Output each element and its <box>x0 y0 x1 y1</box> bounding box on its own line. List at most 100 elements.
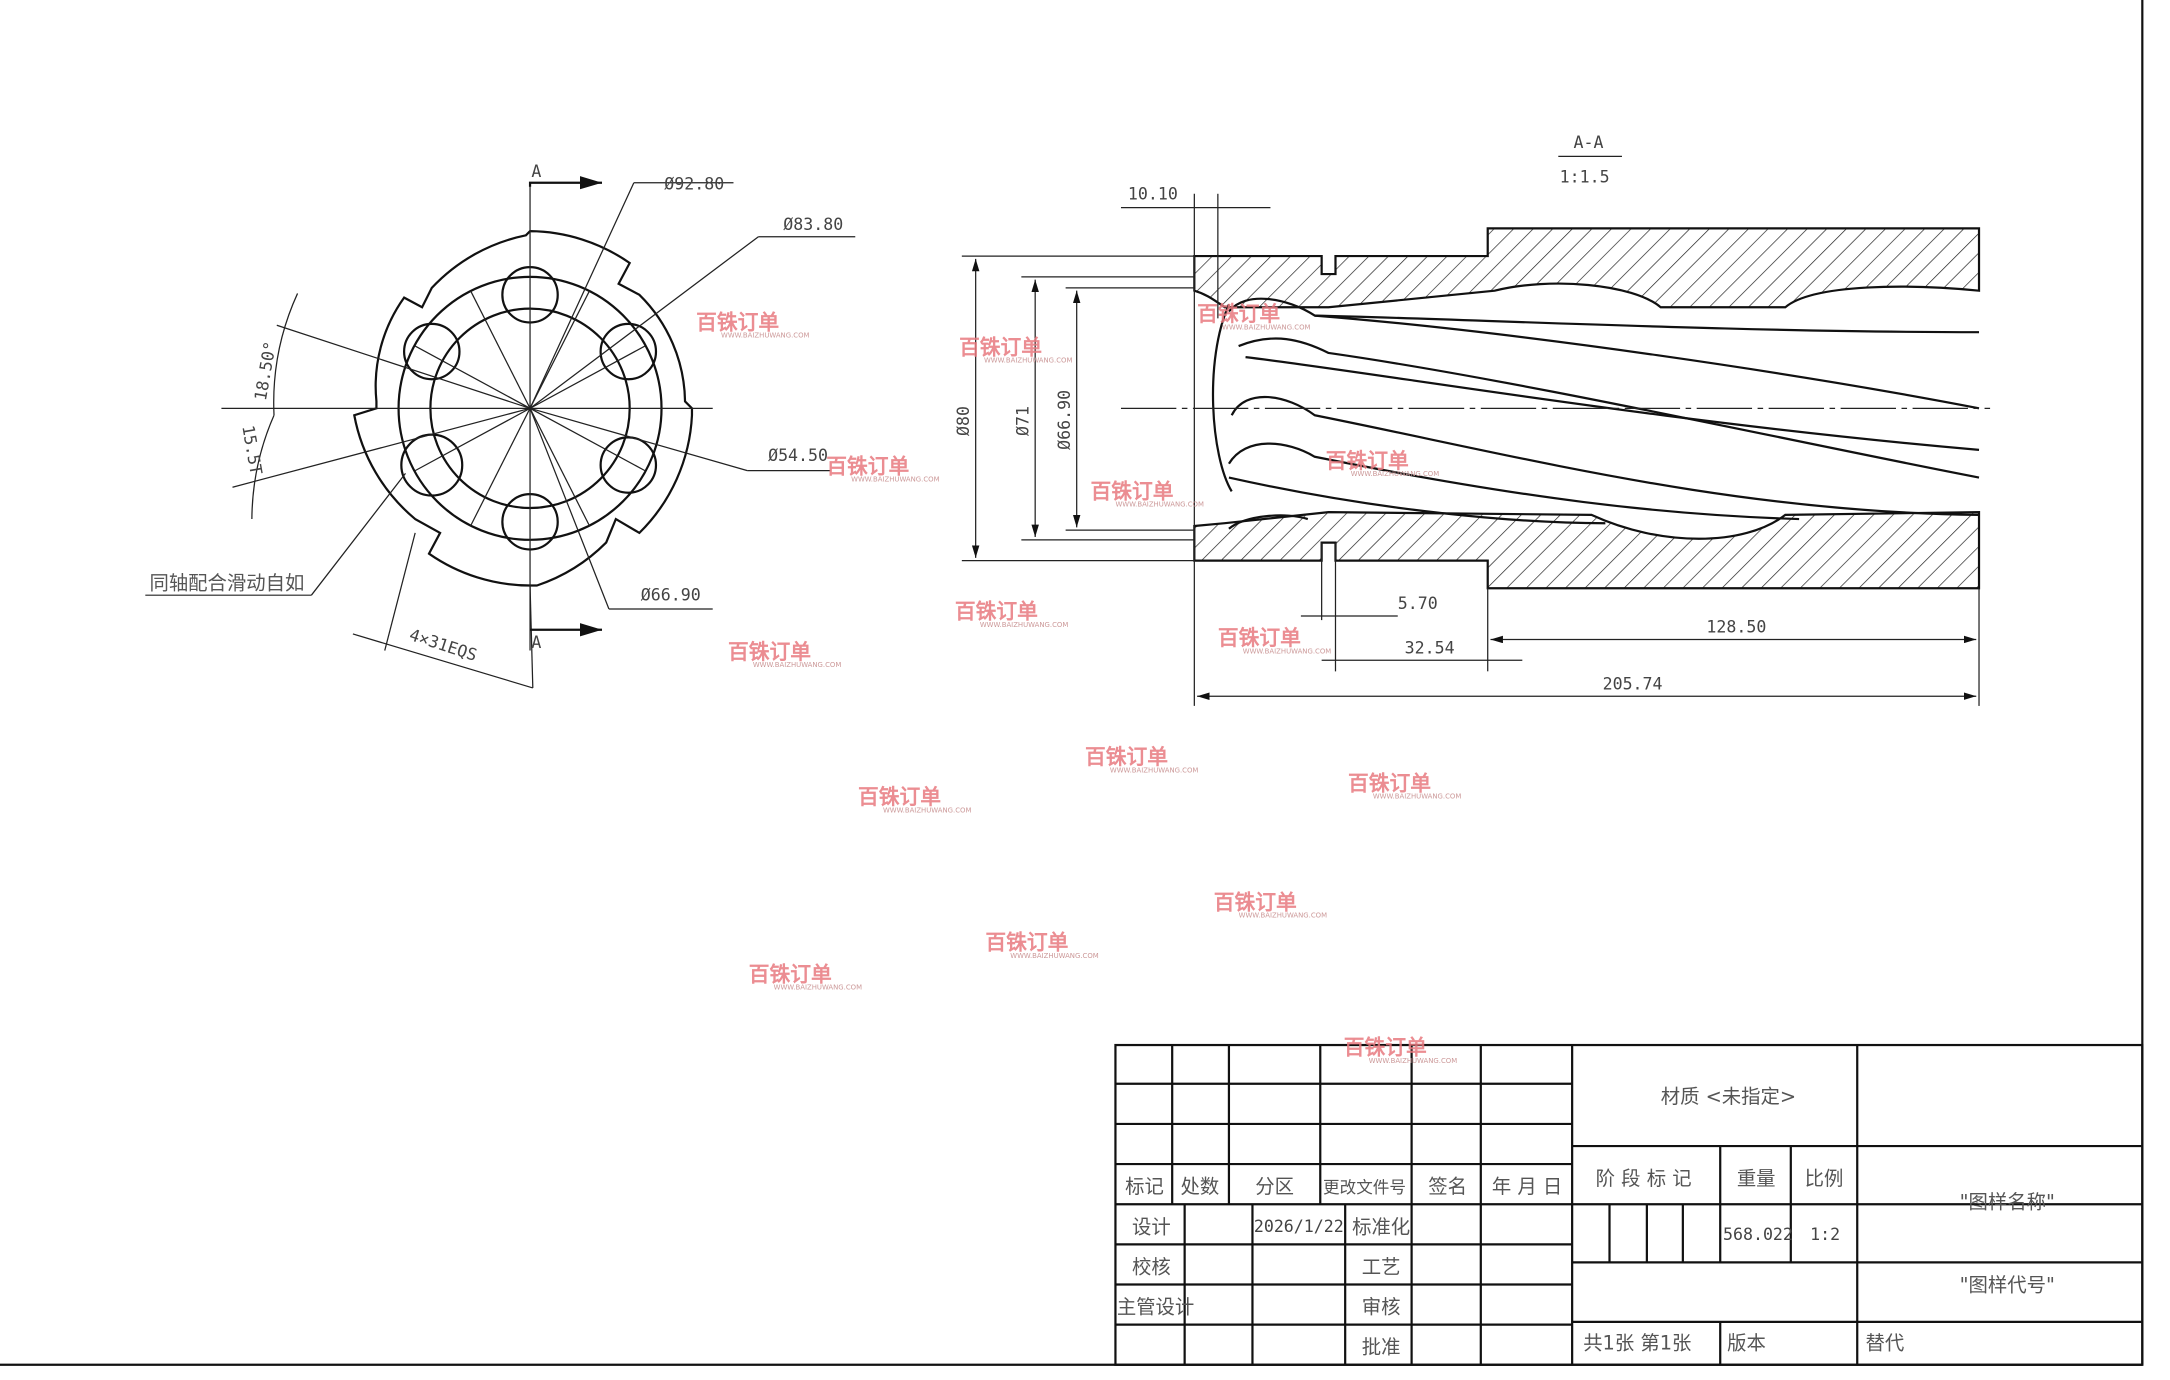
svg-text:WWW.BAIZHUWANG.COM: WWW.BAIZHUWANG.COM <box>1373 793 1462 801</box>
svg-text:百铢订单: 百铢订单 <box>985 931 1068 955</box>
label-process: 工艺 <box>1362 1255 1401 1278</box>
svg-text:百铢订单: 百铢订单 <box>959 335 1042 359</box>
svg-text:WWW.BAIZHUWANG.COM: WWW.BAIZHUWANG.COM <box>883 806 972 814</box>
svg-text:百铢订单: 百铢订单 <box>858 785 941 809</box>
svg-text:WWW.BAIZHUWANG.COM: WWW.BAIZHUWANG.COM <box>1243 647 1332 655</box>
svg-text:WWW.BAIZHUWANG.COM: WWW.BAIZHUWANG.COM <box>721 332 810 340</box>
label-replace: 替代 <box>1866 1332 1905 1355</box>
svg-text:百铢订单: 百铢订单 <box>1326 449 1409 473</box>
svg-text:WWW.BAIZHUWANG.COM: WWW.BAIZHUWANG.COM <box>753 661 842 669</box>
svg-text:百铢订单: 百铢订单 <box>955 600 1038 624</box>
note-coaxial: 同轴配合滑动自如 <box>149 572 304 595</box>
dimension-lines <box>961 193 1991 706</box>
drawing-name: "图样名称" <box>1960 1190 2055 1213</box>
dim-d66: Ø66.90 <box>641 586 701 605</box>
svg-text:WWW.BAIZHUWANG.COM: WWW.BAIZHUWANG.COM <box>980 621 1069 629</box>
label-design: 设计 <box>1132 1215 1171 1238</box>
label-standard: 标准化 <box>1352 1215 1410 1238</box>
hdr-mark: 标记 <box>1125 1175 1164 1198</box>
svg-text:WWW.BAIZHUWANG.COM: WWW.BAIZHUWANG.COM <box>774 984 863 992</box>
hdr-sign: 签名 <box>1428 1175 1467 1198</box>
svg-text:百铢订单: 百铢订单 <box>1344 1036 1427 1060</box>
svg-text:百铢订单: 百铢订单 <box>728 640 811 664</box>
label-version: 版本 <box>1727 1332 1766 1355</box>
hdr-zone: 分区 <box>1255 1175 1294 1198</box>
svg-text:WWW.BAIZHUWANG.COM: WWW.BAIZHUWANG.COM <box>984 357 1073 365</box>
title-block: 材质 <未指定> 标记 处数 分区 更改文件号 签名 年 月 日 设计 2026… <box>1114 1043 2144 1366</box>
hdr-date: 年 月 日 <box>1492 1175 1562 1198</box>
center-lines <box>145 182 856 689</box>
svg-text:百铢订单: 百铢订单 <box>826 454 909 478</box>
dim-5-70: 5.70 <box>1398 594 1438 613</box>
scale-value: 1:2 <box>1810 1225 1840 1244</box>
hatch-top <box>1193 227 1981 309</box>
svg-text:百铢订单: 百铢订单 <box>1197 302 1280 326</box>
drawing-code: "图样代号" <box>1960 1273 2055 1296</box>
svg-text:百铢订单: 百铢订单 <box>1348 771 1431 795</box>
dim-d54: Ø54.50 <box>768 446 828 465</box>
dim-dia71: Ø71 <box>1013 406 1032 436</box>
svg-text:WWW.BAIZHUWANG.COM: WWW.BAIZHUWANG.COM <box>1351 470 1440 478</box>
dim-angle-15: 15.5T <box>238 424 265 477</box>
svg-text:百铢订单: 百铢订单 <box>696 310 779 334</box>
dim-32-54: 32.54 <box>1405 638 1455 657</box>
dim-slots: 4×31EQS <box>407 625 479 665</box>
svg-text:百铢订单: 百铢订单 <box>1214 890 1297 914</box>
dim-10-10: 10.10 <box>1128 184 1178 203</box>
dim-128-50: 128.50 <box>1706 618 1766 637</box>
section-scale: 1:1.5 <box>1560 168 1610 187</box>
dim-d92: Ø92.80 <box>664 175 724 194</box>
section-arrow-top <box>528 176 603 190</box>
svg-text:百铢订单: 百铢订单 <box>1085 745 1168 769</box>
dim-205-74: 205.74 <box>1603 674 1663 693</box>
label-approve: 批准 <box>1362 1336 1401 1359</box>
label-stage: 阶 段 标 记 <box>1596 1167 1692 1190</box>
svg-text:WWW.BAIZHUWANG.COM: WWW.BAIZHUWANG.COM <box>1222 323 1311 331</box>
lobes <box>400 266 658 551</box>
svg-text:百铢订单: 百铢订单 <box>1091 479 1174 503</box>
dim-dia66: Ø66.90 <box>1055 390 1074 450</box>
section-mark-bottom: A <box>531 633 541 652</box>
svg-text:WWW.BAIZHUWANG.COM: WWW.BAIZHUWANG.COM <box>1369 1057 1458 1065</box>
hdr-count: 处数 <box>1180 1175 1219 1198</box>
end-view: A A Ø92.80 Ø83.80 Ø54.50 Ø66.90 18.50° 1… <box>145 162 856 689</box>
svg-text:WWW.BAIZHUWANG.COM: WWW.BAIZHUWANG.COM <box>1110 766 1199 774</box>
weight-value: 568.022 <box>1723 1225 1793 1244</box>
svg-text:百铢订单: 百铢订单 <box>1218 626 1301 650</box>
label-scale: 比例 <box>1805 1167 1844 1190</box>
dim-d83: Ø83.80 <box>783 215 843 234</box>
sheet-count: 共1张 第1张 <box>1583 1332 1691 1355</box>
svg-text:百铢订单: 百铢订单 <box>749 962 832 986</box>
label-chief: 主管设计 <box>1117 1296 1194 1319</box>
svg-text:WWW.BAIZHUWANG.COM: WWW.BAIZHUWANG.COM <box>851 476 940 484</box>
label-weight: 重量 <box>1737 1167 1776 1190</box>
dim-dia80: Ø80 <box>954 406 973 436</box>
svg-text:WWW.BAIZHUWANG.COM: WWW.BAIZHUWANG.COM <box>1239 912 1328 920</box>
svg-text:WWW.BAIZHUWANG.COM: WWW.BAIZHUWANG.COM <box>1115 501 1204 509</box>
material-label: 材质 <未指定> <box>1661 1085 1796 1108</box>
section-view: A-A 1:1.5 10.10 Ø80 Ø71 Ø66.90 5.70 32.5… <box>954 133 1991 706</box>
label-check: 校核 <box>1132 1255 1171 1278</box>
section-mark-top: A <box>531 162 541 181</box>
helical-flutes <box>1211 297 1980 530</box>
label-review: 审核 <box>1362 1296 1401 1319</box>
hdr-change-doc: 更改文件号 <box>1323 1178 1406 1197</box>
